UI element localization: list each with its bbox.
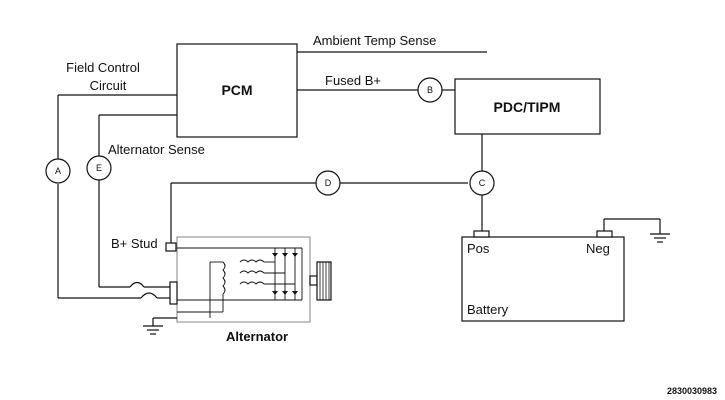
figure-id-label: 2830030983 [667, 386, 717, 396]
pulley-hub [309, 275, 318, 286]
alternator-housing [176, 236, 311, 323]
pos-label: Pos [467, 241, 490, 256]
pdc-tipm-label: PDC/TIPM [494, 99, 561, 115]
fused-bplus-label: Fused B+ [325, 73, 381, 88]
pcm-label: PCM [221, 82, 252, 98]
alternator-label: Alternator [226, 329, 288, 344]
b-plus-stud [165, 242, 177, 252]
field-control-label-line1: Field Control [66, 60, 140, 75]
marker-c-label: C [479, 178, 486, 188]
pulley [316, 261, 332, 301]
marker-d-label: D [325, 178, 332, 188]
marker-e-circle [86, 155, 112, 181]
pdc-tipm-box [454, 78, 601, 135]
field-control-label-line2: Circuit [90, 78, 127, 93]
marker-a-label: A [55, 166, 61, 176]
battery-neg-terminal [596, 230, 613, 238]
marker-b-circle [417, 77, 443, 103]
marker-c-circle [469, 170, 495, 196]
marker-d-circle [315, 170, 341, 196]
ambient-temp-sense-label: Ambient Temp Sense [313, 33, 436, 48]
marker-a-circle [45, 158, 71, 184]
alternator-internals [177, 247, 303, 318]
battery-box [461, 236, 625, 322]
field-terminal [169, 281, 178, 305]
alternator-sense-label: Alternator Sense [108, 142, 205, 157]
battery-pos-terminal [473, 230, 490, 238]
battery-label: Battery [467, 302, 509, 317]
marker-b-label: B [427, 85, 433, 95]
b-plus-stud-label: B+ Stud [111, 236, 158, 251]
marker-e-label: E [96, 163, 102, 173]
neg-label: Neg [586, 241, 610, 256]
pcm-box [176, 43, 298, 138]
